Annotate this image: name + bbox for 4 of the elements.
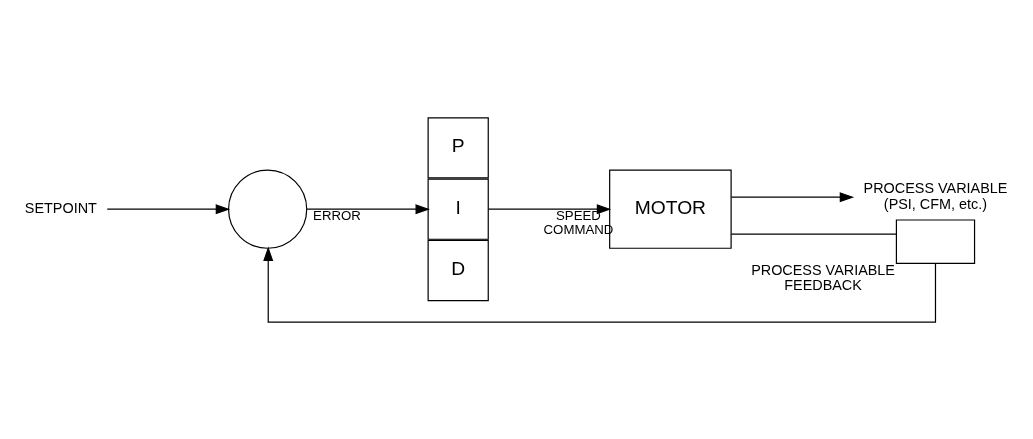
- node-text: SETPOINT: [24, 199, 97, 216]
- node-label: PROCESS VARIABLE FEEDBACK: [751, 261, 895, 293]
- node-text: PROCESS VARIABLE (PSI, CFM, etc.): [863, 179, 1008, 212]
- edge-label: ERROR: [313, 207, 361, 223]
